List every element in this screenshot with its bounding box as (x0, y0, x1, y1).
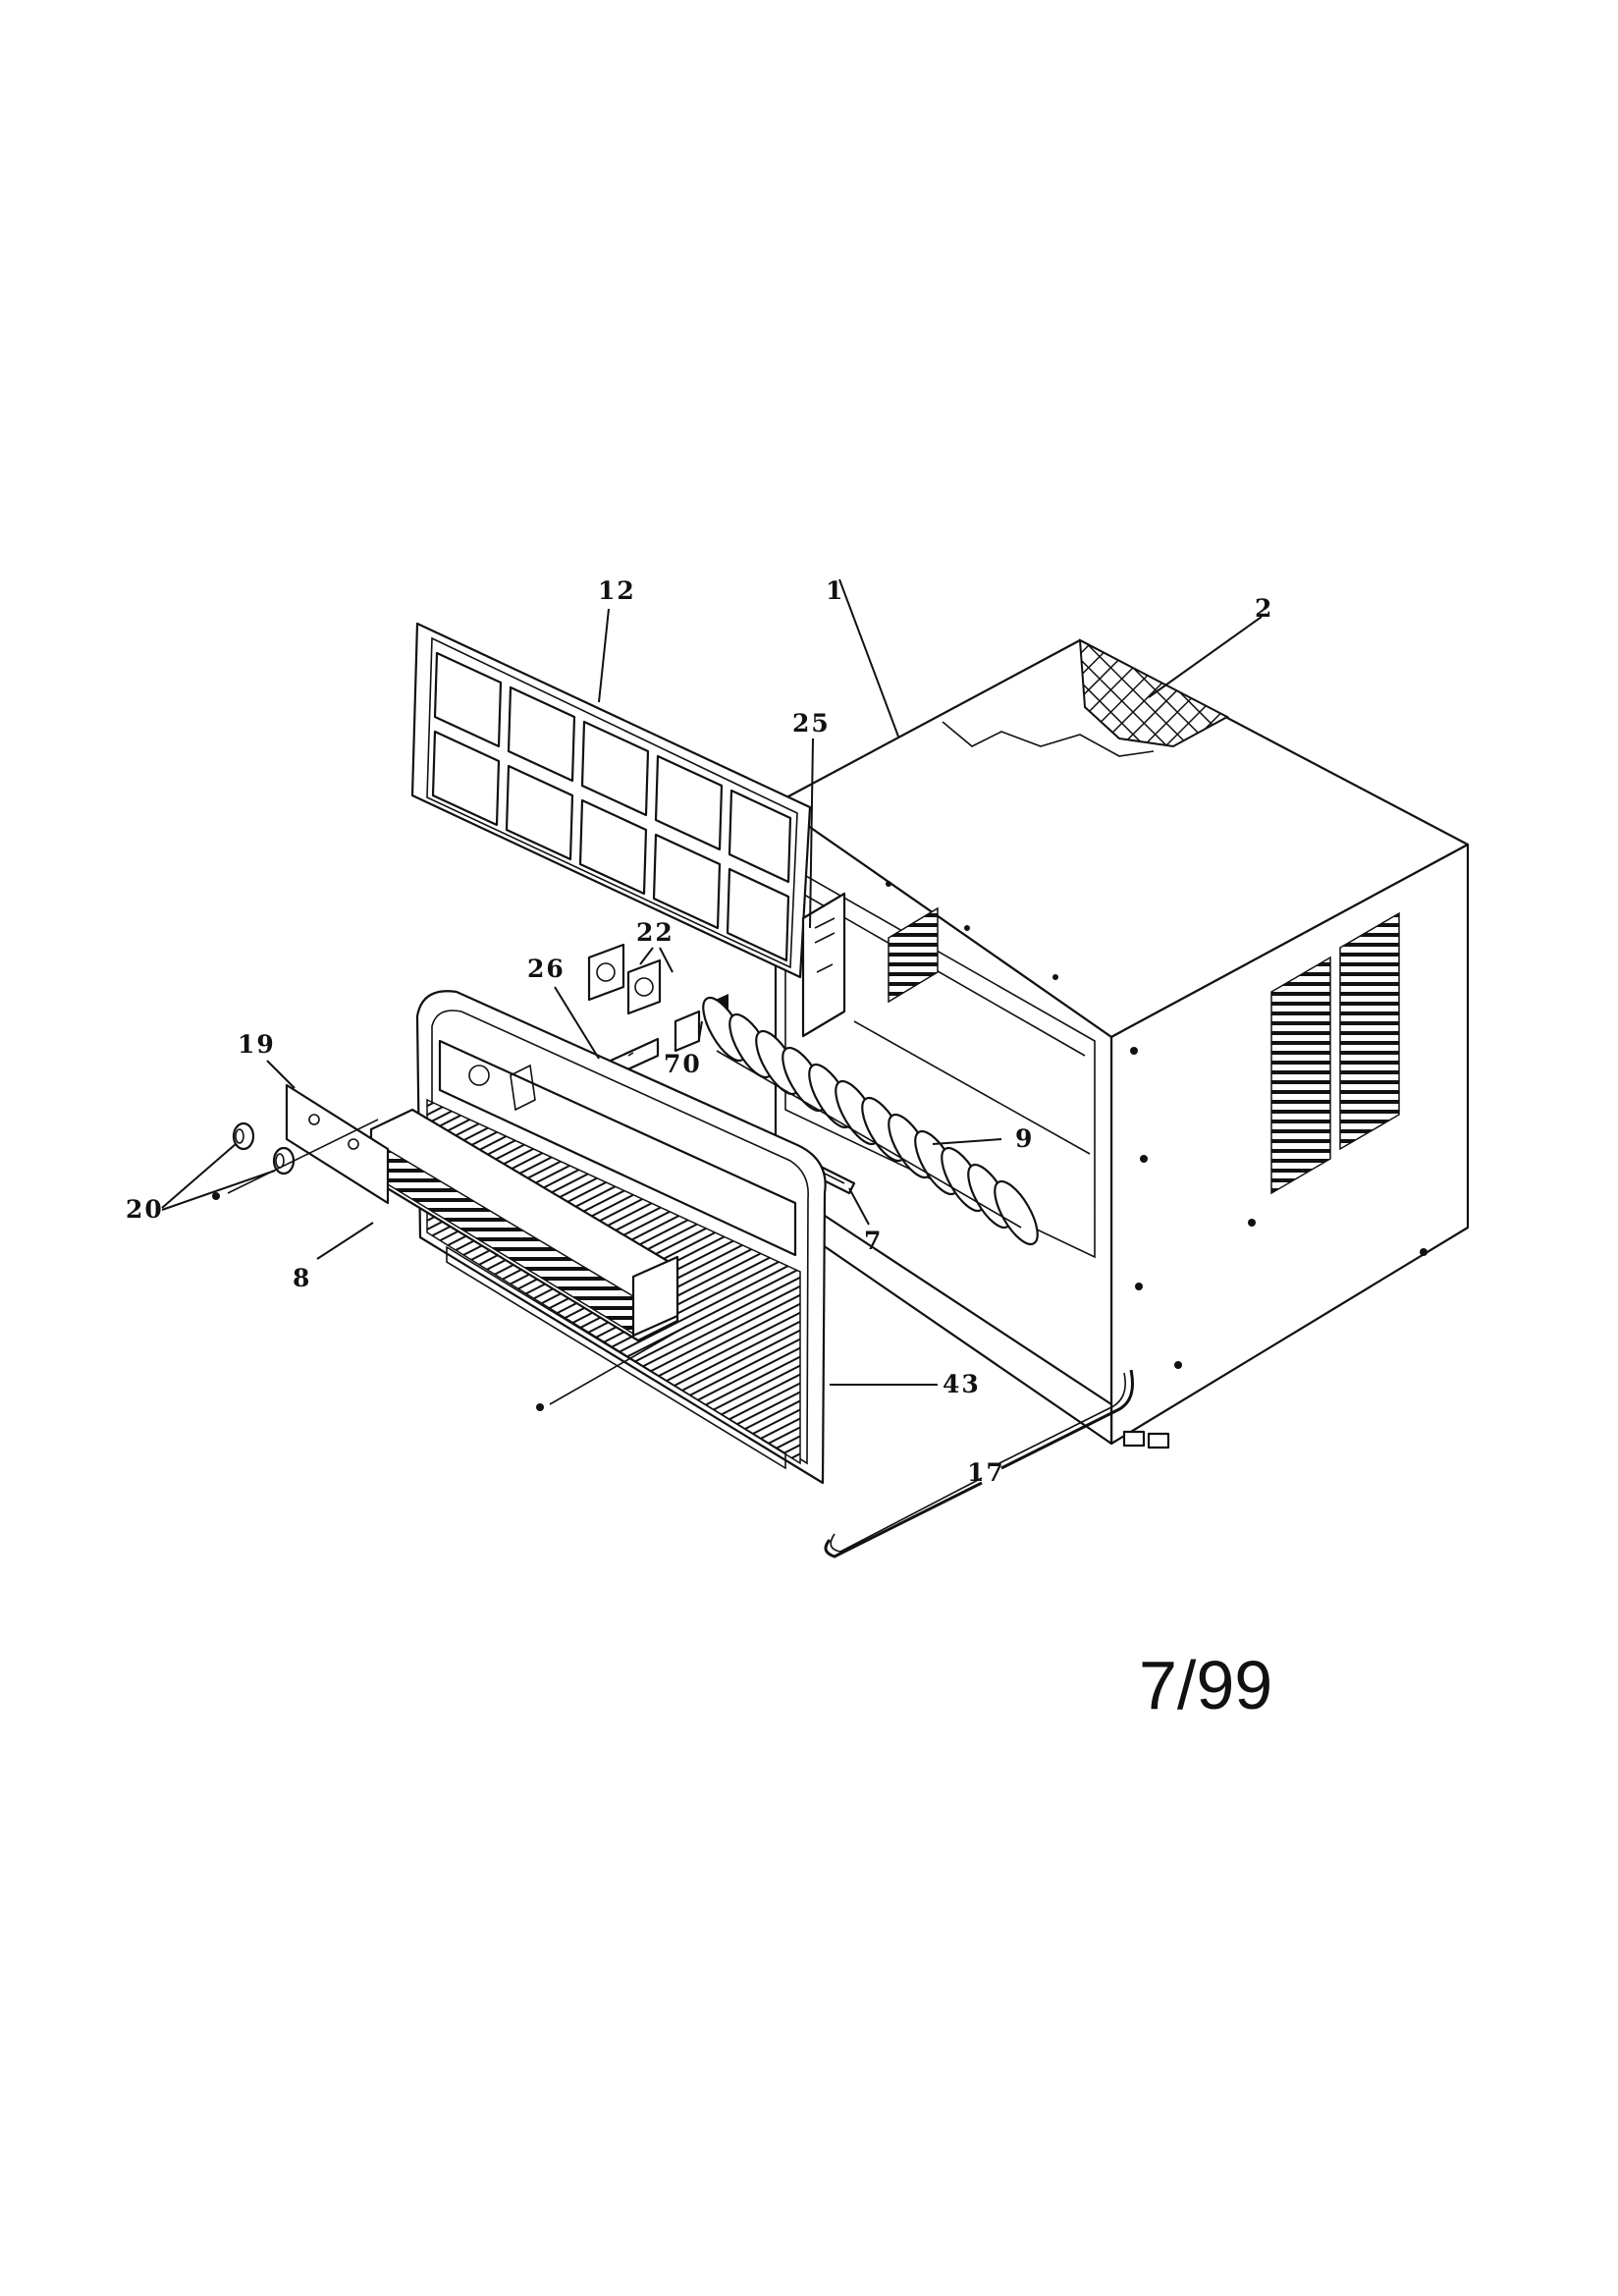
callout-20: 20 (126, 1195, 164, 1224)
callout-43: 43 (943, 1370, 981, 1398)
callout-70: 70 (664, 1050, 702, 1078)
callout-7: 7 (864, 1227, 883, 1255)
callout-8: 8 (293, 1264, 311, 1292)
cabinet (774, 638, 1470, 1449)
side-panel (285, 1083, 390, 1205)
callout-17: 17 (967, 1458, 1005, 1487)
callout-2: 2 (1255, 594, 1273, 623)
callout-19: 19 (238, 1030, 276, 1059)
callout-22: 22 (636, 918, 674, 947)
callout-9: 9 (1015, 1124, 1034, 1153)
switch (674, 994, 728, 1053)
callout-12: 12 (598, 576, 636, 605)
seal-strip (824, 1369, 1134, 1558)
blower-wheel (702, 996, 1039, 1246)
date-stamp: 7/99 (1139, 1647, 1272, 1723)
control-knobs (587, 943, 662, 1015)
callout-labels: 12 1 2 25 22 26 70 19 9 20 7 8 43 17 (126, 576, 1273, 1487)
screws (212, 1119, 688, 1411)
air-filter (410, 622, 812, 979)
callout-25: 25 (792, 709, 831, 738)
control-board (801, 892, 846, 1038)
leader-lines (161, 578, 1263, 1386)
callout-26: 26 (527, 955, 566, 983)
callout-1: 1 (826, 576, 844, 605)
